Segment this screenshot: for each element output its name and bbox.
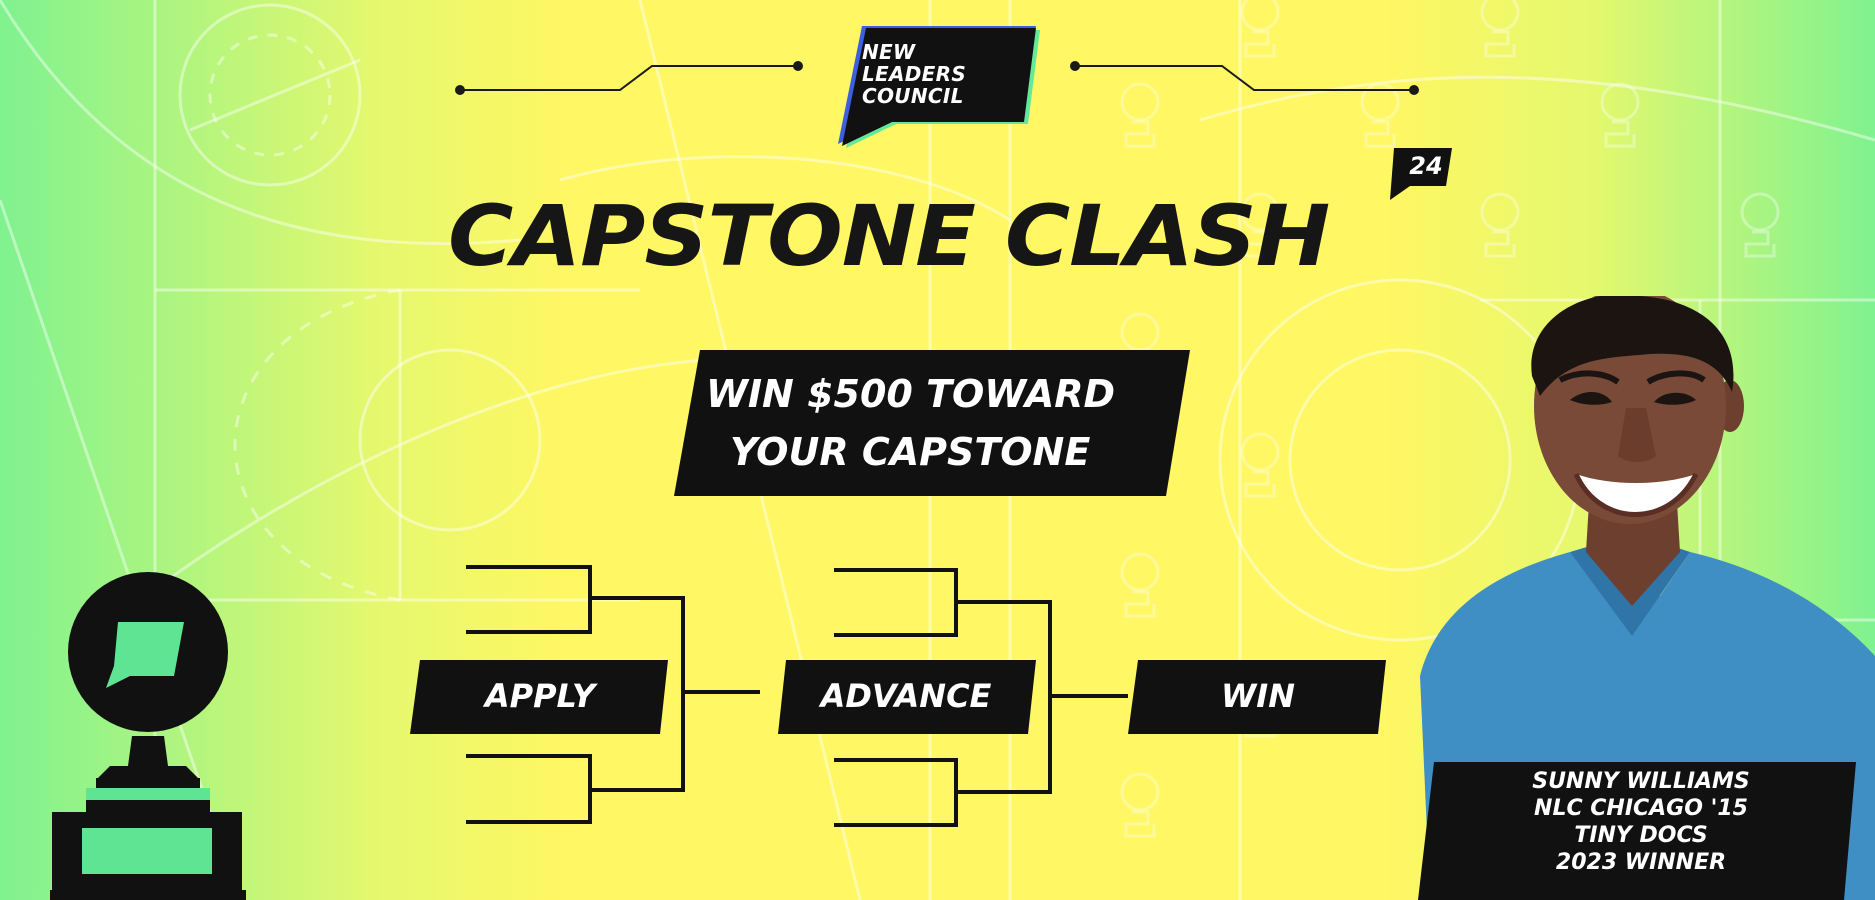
bracket-line <box>466 754 592 824</box>
year-badge <box>1390 148 1452 200</box>
bracket-line <box>834 758 958 827</box>
bracket-win-label: WIN <box>1221 677 1295 715</box>
caption-project: TINY DOCS <box>1574 823 1708 848</box>
prize-text-line1: WIN $500 TOWARD <box>706 372 1116 416</box>
advance-plate <box>778 660 1036 734</box>
logo-line: LEADERS <box>862 62 967 86</box>
caption-name: SUNNY WILLIAMS <box>1532 769 1750 794</box>
prize-banner <box>674 350 1190 496</box>
nlc-logo <box>838 26 1040 148</box>
trophy-icon <box>50 572 246 900</box>
winner-caption-box <box>1418 762 1856 900</box>
chat-bubble-icon <box>106 622 184 688</box>
bracket-apply-label: APPLY <box>484 677 596 715</box>
caption-award: 2023 WINNER <box>1555 850 1727 875</box>
logo-line: NEW <box>862 40 916 64</box>
win-plate <box>1128 660 1386 734</box>
bracket-advance-label: ADVANCE <box>820 677 992 715</box>
bracket-line <box>466 565 592 634</box>
event-title: CAPSTONE CLASH <box>448 187 1330 285</box>
winner-caption: SUNNY WILLIAMS NLC CHICAGO '15 TINY DOCS… <box>1436 768 1846 876</box>
logo-wordmark: NEW LEADERS COUNCIL <box>862 41 1012 107</box>
caption-chapter: NLC CHICAGO '15 <box>1534 796 1748 821</box>
bracket-line <box>834 568 958 637</box>
prize-text-line2: YOUR CAPSTONE <box>730 430 1091 474</box>
apply-plate <box>410 660 668 734</box>
logo-connector-lines <box>455 61 1419 95</box>
year-badge-text: 24 <box>1409 152 1443 180</box>
logo-line: COUNCIL <box>862 84 964 108</box>
